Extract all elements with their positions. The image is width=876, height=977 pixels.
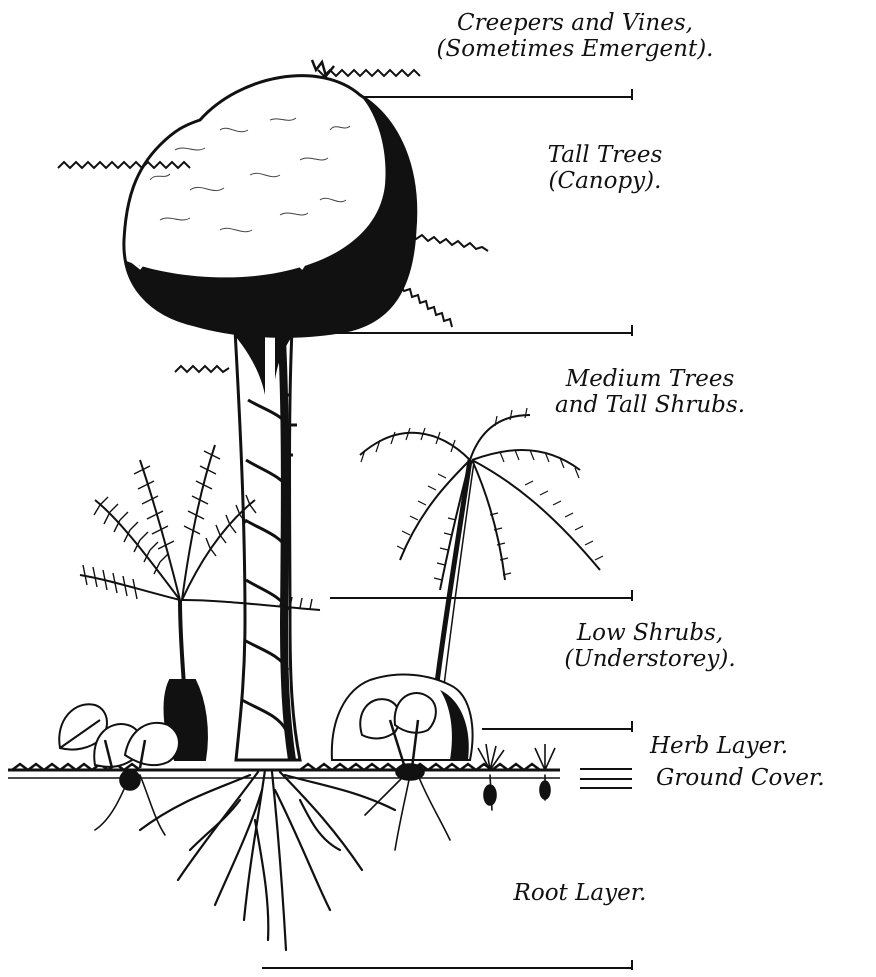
label-tall-trees-line2: (Canopy). [520, 168, 690, 194]
label-low-shrubs-line2: (Understorey). [540, 646, 760, 672]
label-low-shrubs: Low Shrubs, (Understorey). [540, 620, 760, 673]
label-medium-trees-line1: Medium Trees [505, 366, 795, 392]
label-ground-cover-text: Ground Cover. [656, 765, 866, 791]
label-herb-layer-text: Herb Layer. [650, 733, 850, 759]
shrub-roots [95, 775, 545, 850]
label-medium-trees-line2: and Tall Shrubs. [505, 392, 795, 418]
main-tree-trunk [225, 325, 300, 760]
main-tree-roots [140, 770, 395, 950]
label-medium-trees: Medium Trees and Tall Shrubs. [505, 366, 795, 419]
label-ground-cover: Ground Cover. [656, 765, 866, 791]
label-herb-layer: Herb Layer. [650, 733, 850, 759]
label-root-layer: Root Layer. [480, 880, 680, 906]
canopy-crown [124, 76, 416, 337]
label-low-shrubs-line1: Low Shrubs, [540, 620, 760, 646]
label-root-layer-text: Root Layer. [480, 880, 680, 906]
label-creepers-line1: Creepers and Vines, [400, 10, 750, 36]
label-tall-trees-line1: Tall Trees [520, 142, 690, 168]
label-tall-trees: Tall Trees (Canopy). [520, 142, 690, 195]
label-creepers-and-vines: Creepers and Vines, (Sometimes Emergent)… [400, 10, 750, 63]
label-creepers-line2: (Sometimes Emergent). [400, 36, 750, 62]
